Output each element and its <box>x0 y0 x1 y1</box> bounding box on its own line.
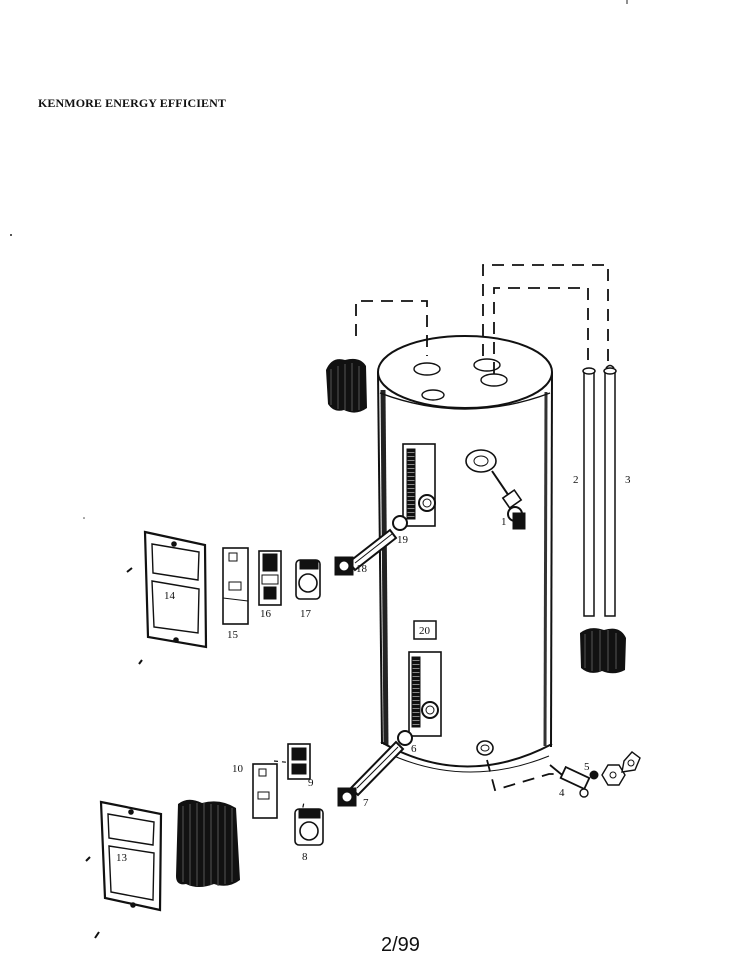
upper-access-cover <box>126 530 208 665</box>
part-label-9: 9 <box>308 777 314 789</box>
scan-marks <box>10 0 628 519</box>
top-port-anode <box>421 389 445 401</box>
part-label-16: 16 <box>260 608 272 620</box>
drain-valve <box>549 751 641 798</box>
part-label-17: 17 <box>300 608 312 620</box>
upper-insulation-block <box>222 547 249 625</box>
part-label-13: 13 <box>116 852 128 864</box>
drain-valve-opening <box>476 740 494 756</box>
part-label-7: 7 <box>363 797 369 809</box>
part-label-14: 14 <box>164 590 176 602</box>
part-label-5: 5 <box>584 761 590 773</box>
relief-valve-assembly <box>491 470 526 530</box>
lower-insulation-block <box>252 763 278 819</box>
part-label-8: 8 <box>302 851 308 863</box>
relief-valve-opening <box>465 449 497 473</box>
upper-thermostat-bracket <box>295 559 321 600</box>
part-label-2: 2 <box>573 474 579 486</box>
rating-label-plate <box>413 620 437 640</box>
lower-access-cover <box>85 800 163 939</box>
pipes <box>582 364 617 617</box>
part-label-18: 18 <box>356 563 368 575</box>
part-labels: 1 2 3 4 5 6 7 8 9 10 13 14 15 16 17 18 1… <box>116 474 631 864</box>
part-label-10: 10 <box>232 763 244 775</box>
upper-heating-element <box>334 515 408 576</box>
lower-heating-element <box>337 730 413 807</box>
top-port-relief <box>473 358 501 372</box>
part-label-3: 3 <box>625 474 631 486</box>
part-label-1: 1 <box>501 516 507 528</box>
diagram-title: KENMORE ENERGY EFFICIENT <box>38 96 226 110</box>
lower-thermostat <box>287 743 311 780</box>
page-number: 2/99 <box>381 934 420 956</box>
upper-thermostat <box>258 550 282 606</box>
lower-thermostat-bracket <box>294 808 324 846</box>
part-label-15: 15 <box>227 629 239 641</box>
part-label-20: 20 <box>419 625 431 637</box>
top-port-cold-inlet <box>413 362 441 376</box>
part-label-6: 6 <box>411 743 417 755</box>
water-heater-tank <box>377 335 553 773</box>
dip-tube-3 <box>604 370 616 617</box>
part-label-4: 4 <box>559 787 565 799</box>
dip-tube-2 <box>583 370 595 617</box>
part-label-19: 19 <box>397 534 409 546</box>
insulation-pads <box>176 358 626 887</box>
